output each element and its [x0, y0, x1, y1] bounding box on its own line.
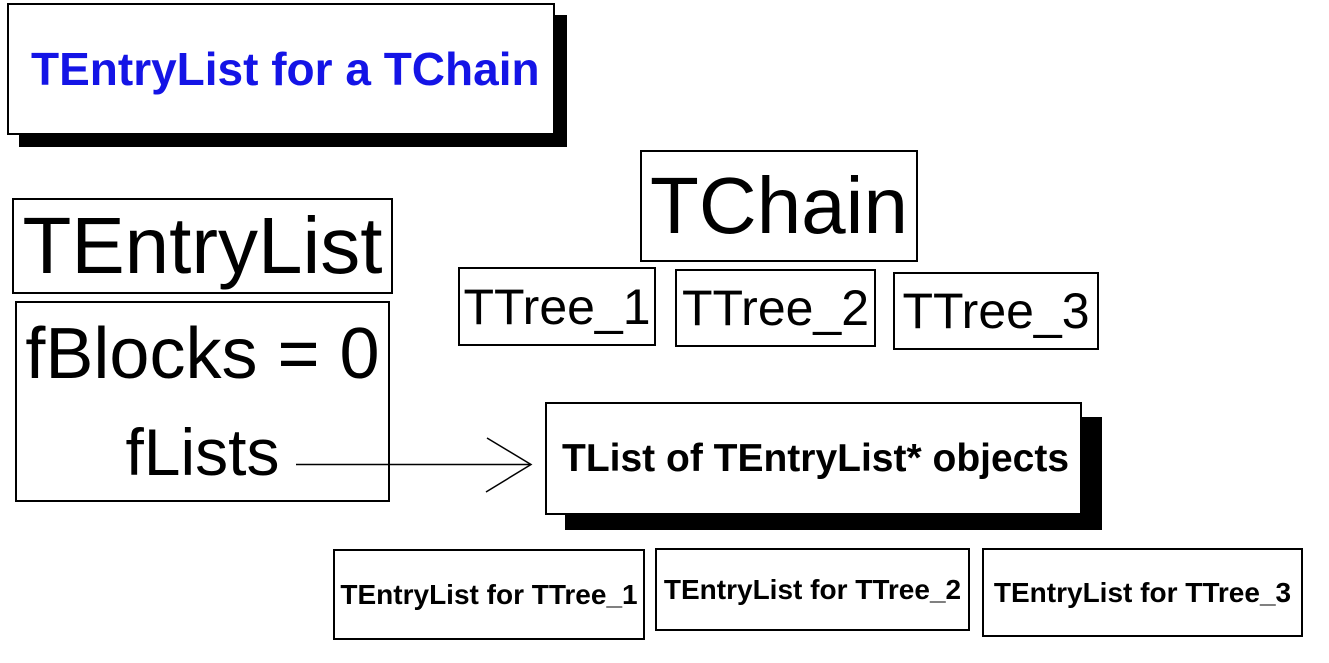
entrylist-for-ttree-3-label: TEntryList for TTree_3	[993, 576, 1292, 608]
tchain-label: TChain	[650, 161, 908, 250]
diagram-title: TEntryList for a TChain	[31, 43, 540, 95]
entrylist-for-ttree-1-label: TEntryList for TTree_1	[340, 578, 638, 610]
flists-field: fLists	[125, 415, 280, 490]
ttree-3-label: TTree_3	[902, 283, 1090, 339]
tlist-label: TList of TEntryList* objects	[562, 437, 1070, 480]
title-box: TEntryList for a TChain	[7, 3, 555, 135]
fblocks-field: fBlocks = 0	[25, 313, 380, 394]
entrylist-for-ttree-2-label: TEntryList for TTree_2	[663, 573, 962, 605]
ttree-1-label: TTree_1	[463, 278, 651, 335]
entrylist-for-ttree-2-box: TEntryList for TTree_2	[655, 548, 970, 631]
tlist-box: TList of TEntryList* objects	[545, 402, 1082, 515]
tentrylist-class-name: TEntryList	[22, 201, 383, 290]
tentrylist-fields-box: fBlocks = 0 fLists	[15, 301, 390, 502]
tchain-box: TChain	[640, 150, 918, 262]
ttree-2-label: TTree_2	[681, 280, 870, 336]
entrylist-for-ttree-3-box: TEntryList for TTree_3	[982, 548, 1303, 637]
ttree-1-box: TTree_1	[458, 267, 656, 346]
ttree-2-box: TTree_2	[675, 269, 876, 347]
tentrylist-class-box: TEntryList	[12, 198, 393, 294]
entrylist-for-ttree-1-box: TEntryList for TTree_1	[333, 549, 645, 640]
ttree-3-box: TTree_3	[893, 272, 1099, 350]
